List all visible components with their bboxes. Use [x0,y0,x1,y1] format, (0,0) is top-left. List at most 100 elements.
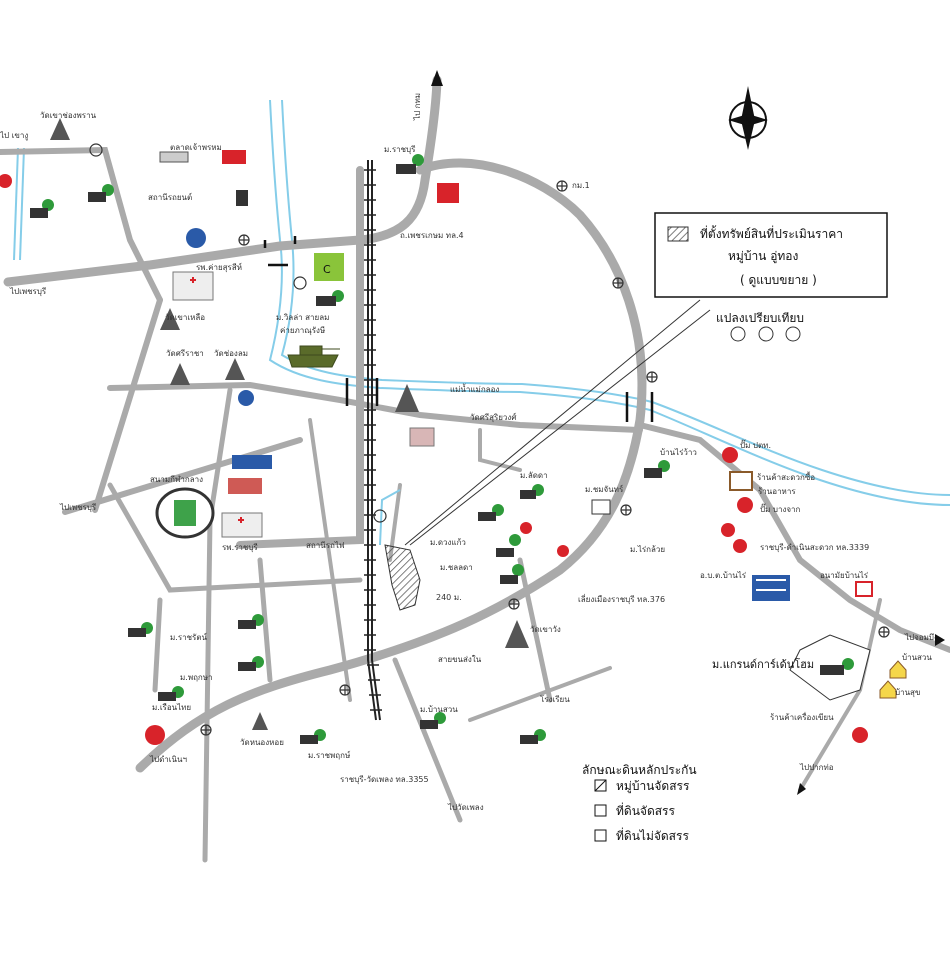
svg-text:สนามกีฬากลาง: สนามกีฬากลาง [150,475,203,484]
road-ring-north [135,158,647,773]
title-box: ที่ตั้งทรัพย์สินที่ประเมินราคา หมู่บ้าน … [654,212,888,298]
bridge-4 [625,392,654,422]
svg-text:ม.พฤกษา: ม.พฤกษา [180,673,213,682]
svg-text:อนามัยบ้านไร่: อนามัยบ้านไร่ [820,571,869,580]
marker-icon [721,523,735,537]
village-icon [300,735,318,744]
road-center-1 [478,428,522,472]
svg-text:ม.ดวงแก้ว: ม.ดวงแก้ว [430,538,466,547]
svg-text:ม.ลัดดา: ม.ลัดดา [520,471,548,480]
legend-item-3: ที่ดินไม่จัดสรร [616,827,689,843]
subject-pointer-1 [404,299,701,546]
svg-text:ราชบุรี-ดำเนินสะดวก ทล.3339: ราชบุรี-ดำเนินสะดวก ทล.3339 [760,543,869,552]
svg-text:รพ.ค่ายสุรสีห์: รพ.ค่ายสุรสีห์ [196,262,242,272]
road-south-2 [517,557,553,703]
marker-icon [852,727,868,743]
compass-icon: N [728,86,768,150]
canal-west [13,147,19,261]
svg-text:ไปวัดเพลง: ไปวัดเพลง [447,803,484,812]
svg-text:ถ.เพชรเกษม ทล.4: ถ.เพชรเกษม ทล.4 [400,231,464,240]
temple-icon [225,358,245,380]
road-layer [0,75,950,863]
hospital-building-icon [172,271,214,301]
arrow-bangkok: ไป กทม [413,70,443,121]
svg-text:บ้านสวน: บ้านสวน [902,653,932,662]
gov-building-icon [752,575,790,601]
svg-text:ราชบุรี-วัดเพลง ทล.3355: ราชบุรี-วัดเพลง ทล.3355 [340,775,429,784]
bridge-1 [263,236,297,248]
comparison-label: แปลงเปรียบเทียบ [716,311,804,325]
intersection-icon [89,143,103,157]
village-icon [820,665,844,675]
svg-text:240 ม.: 240 ม. [436,593,462,602]
shop-icon [222,150,246,164]
subject-parcel [379,299,711,611]
road-northwest [0,146,163,303]
gov-building-icon [232,455,272,469]
shop-icon [236,190,248,206]
village-icon [420,720,438,729]
bridges [263,236,654,422]
title-box-note: ( ดูแบบขยาย ) [740,273,817,288]
tree-icon [509,534,521,546]
home-icon [729,471,753,491]
svg-text:แม่น้ำแม่กลอง: แม่น้ำแม่กลอง [450,383,499,394]
svg-text:ม.ชลลดา: ม.ชลลดา [440,563,473,572]
svg-text:เลี่ยงเมืองราชบุรี ทล.376: เลี่ยงเมืองราชบุรี ทล.376 [578,593,665,604]
temple-icon [505,620,529,648]
marker-icon [557,545,569,557]
svg-text:ร้านค้าเครื่องเขียน: ร้านค้าเครื่องเขียน [770,711,834,722]
subject-canal [379,489,401,546]
legend-item-2: ที่ดินจัดสรร [616,802,676,818]
svg-text:ม.วิลล่า สายลม: ม.วิลล่า สายลม [276,313,329,322]
svg-text:สถานีรถไฟ: สถานีรถไฟ [306,541,345,550]
svg-text:ปั๊ม ปตท.: ปั๊ม ปตท. [740,439,771,450]
village-icon [500,575,518,584]
legend-item-1: หมู่บ้านจัดสรร [616,779,690,794]
tree-icon [412,154,424,166]
intersections [89,143,890,736]
svg-text:ม.ราชบุรี: ม.ราชบุรี [384,145,416,154]
road-inner-3 [308,418,352,702]
svg-text:ม.บ้านสวน: ม.บ้านสวน [420,705,458,714]
svg-text:ไปเพชรบุรี: ไปเพชรบุรี [59,503,97,512]
hospital-icon [855,581,873,597]
title-box-title: ที่ตั้งทรัพย์สินที่ประเมินราคา [700,225,843,241]
village-icon [396,164,416,174]
gov-building-icon [228,478,262,494]
temple-icon [160,308,180,330]
marker-icon [737,497,753,513]
svg-text:ไป เขางู: ไป เขางู [0,131,28,141]
village-icon [644,468,662,478]
svg-text:ม.ไร่กล้วย: ม.ไร่กล้วย [630,545,665,554]
village-icon [128,628,146,637]
village-icon [30,208,48,218]
village-icon [238,662,256,671]
gov-building-icon [591,499,611,515]
svg-text:สถานีรถยนต์: สถานีรถยนต์ [148,192,192,202]
gov-building-icon [409,427,435,447]
village-icon [520,490,536,499]
railway [364,160,382,721]
direction-arrows [797,634,945,795]
red-markers [0,174,873,745]
village-markers [30,154,854,744]
svg-text:อ.บ.ต.บ้านไร่: อ.บ.ต.บ้านไร่ [700,571,747,580]
map-labels: วัดเขาช่องพราน ไป เขางู ตลาดเจ้าพรหม สถา… [0,111,938,812]
village-icon [88,192,106,202]
intersection-icon [293,276,307,290]
marker-icon [0,174,12,188]
svg-text:ร้านอาหาร: ร้านอาหาร [758,487,796,496]
svg-text:ม.ราชพฤกษ์: ม.ราชพฤกษ์ [308,750,350,760]
river-mae-klong [268,99,950,506]
svg-text:ไปปากท่อ: ไปปากท่อ [799,763,834,772]
road-west-diag [92,297,163,513]
home-icon [889,660,907,679]
svg-text:โรงเรียน: โรงเรียน [540,694,570,704]
road-phetkasem-west [3,235,365,287]
road-east-main [637,422,950,653]
svg-text:สายขนส่งใน: สายขนส่งใน [438,655,482,664]
svg-text:วัดหนองหอย: วัดหนองหอย [240,738,284,747]
road-sw [152,597,163,693]
